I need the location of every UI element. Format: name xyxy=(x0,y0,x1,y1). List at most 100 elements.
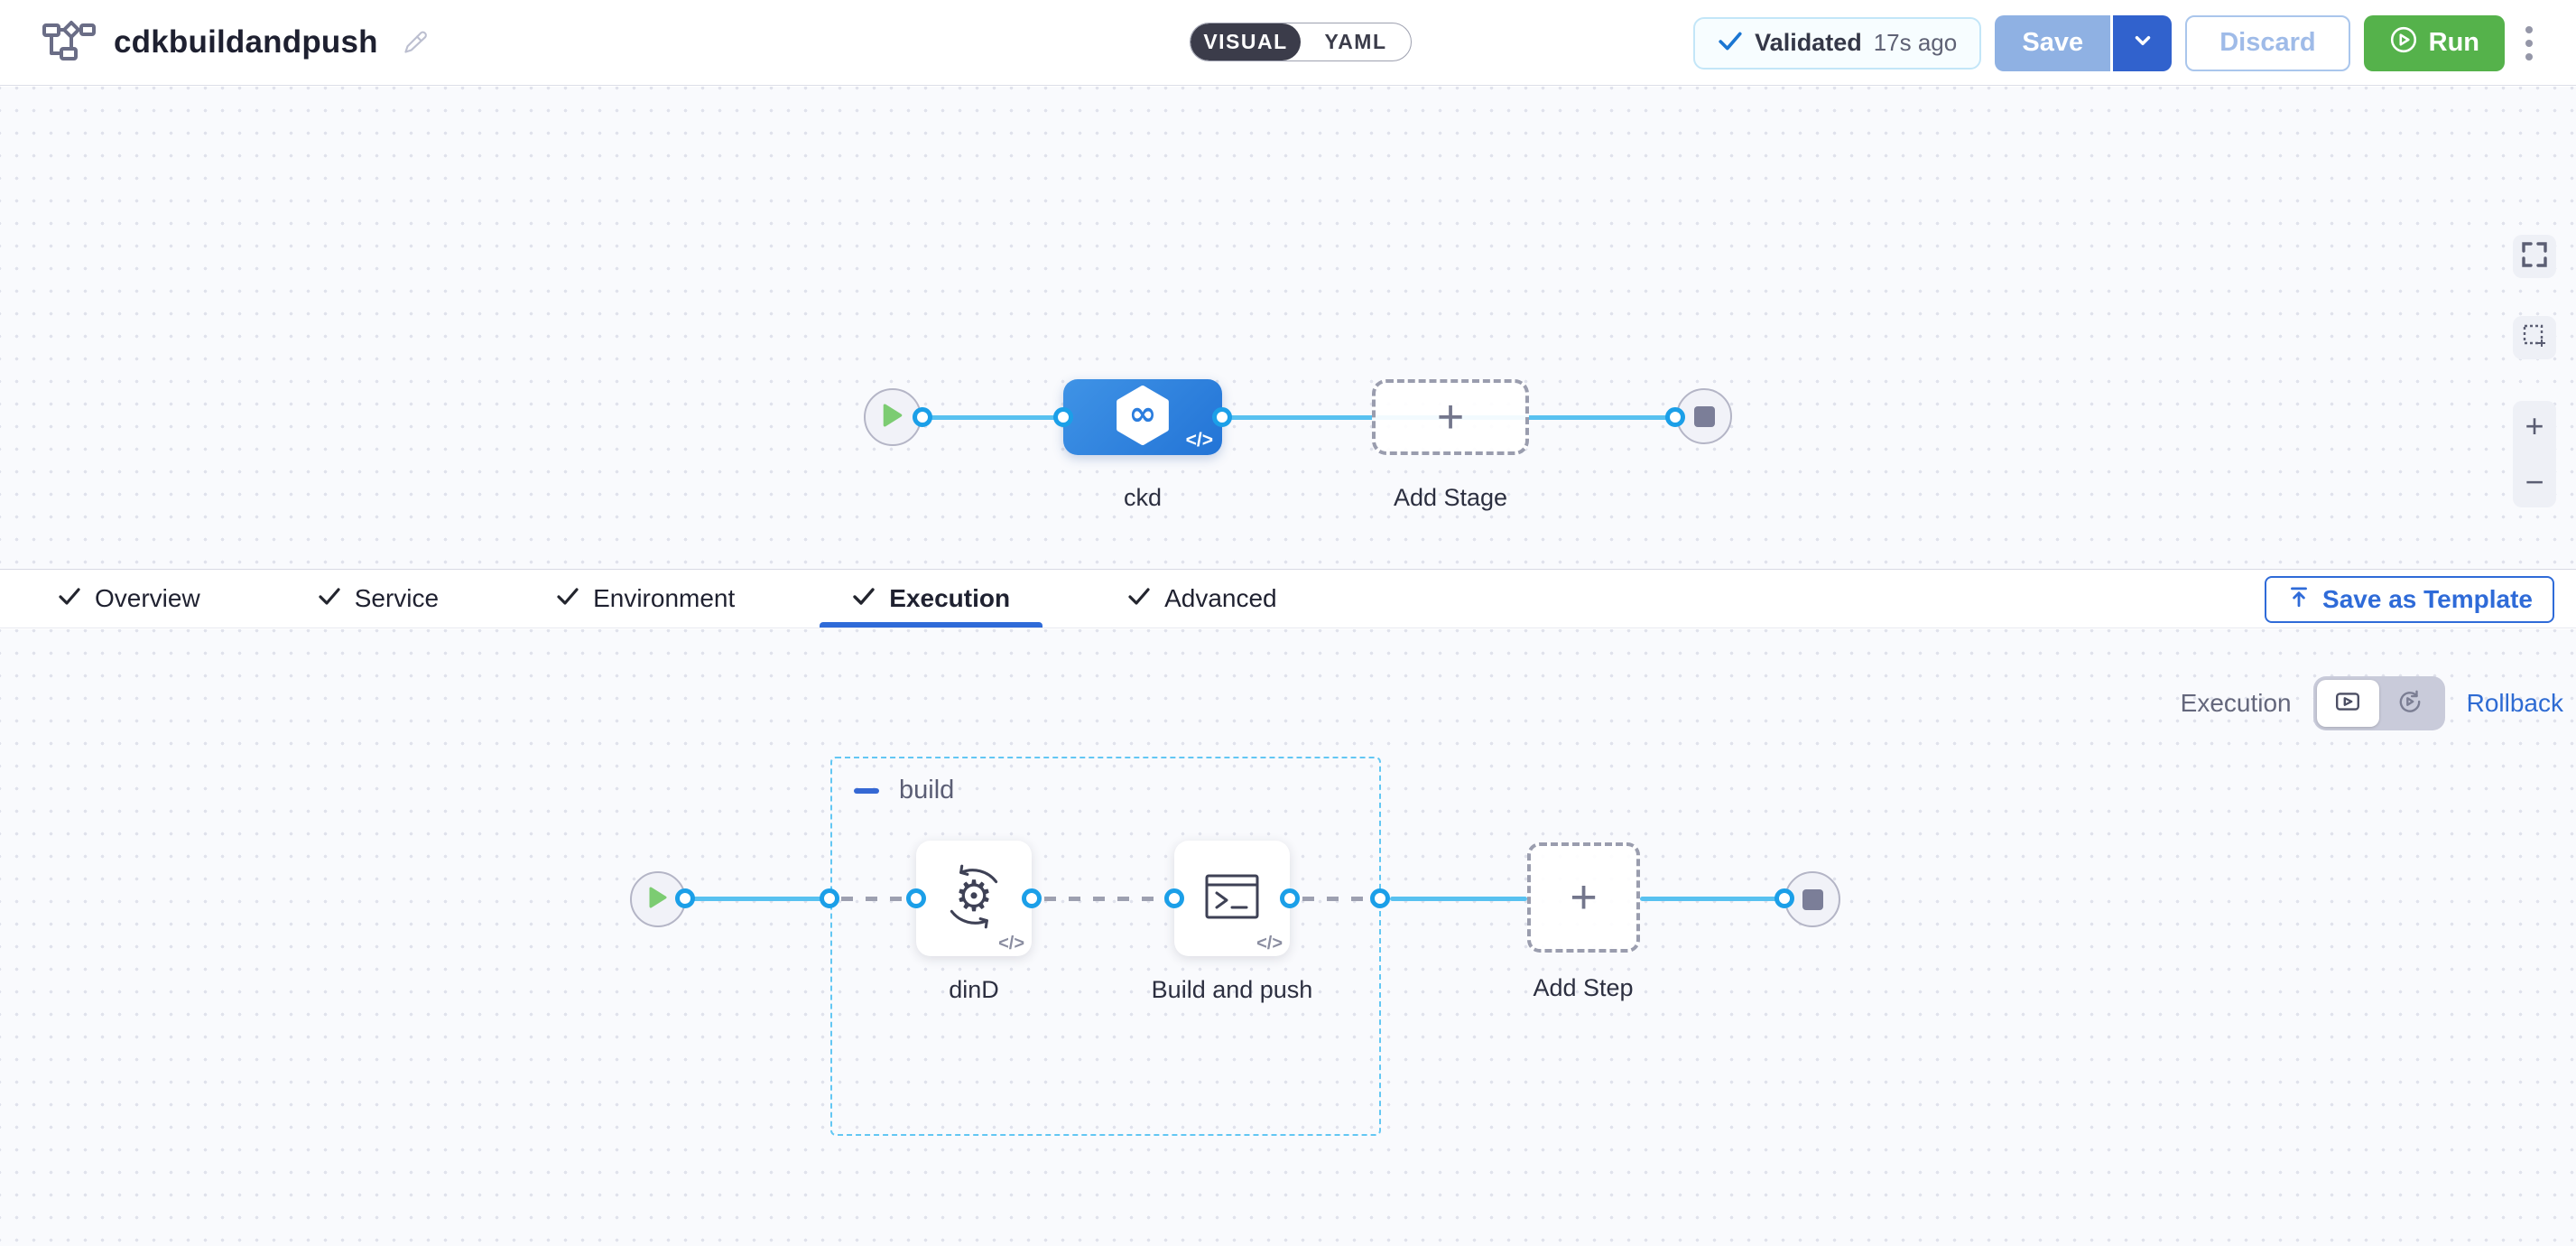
plus-icon: + xyxy=(1570,871,1598,924)
connector-port[interactable] xyxy=(1053,407,1073,427)
stage-connector-line xyxy=(922,415,1063,420)
step-label: dinD xyxy=(949,976,999,1003)
stage-canvas[interactable]: ∞ </> + ckd Add Stage + − xyxy=(0,87,2576,569)
plus-icon: + xyxy=(1436,391,1465,443)
step-connector-dashed xyxy=(1044,897,1172,901)
code-icon[interactable]: </> xyxy=(998,934,1024,953)
run-play-icon xyxy=(2389,25,2418,61)
tab-label: Service xyxy=(354,584,440,612)
check-icon xyxy=(58,584,81,614)
tab-environment[interactable]: Environment xyxy=(556,570,735,628)
zoom-out-button[interactable]: − xyxy=(2525,463,2544,500)
tab-label: Execution xyxy=(889,584,1011,612)
validated-time: 17s ago xyxy=(1873,29,1958,56)
run-label: Run xyxy=(2428,28,2479,57)
check-icon xyxy=(852,584,876,614)
tab-advanced[interactable]: Advanced xyxy=(1127,570,1277,628)
connector-port[interactable] xyxy=(1164,888,1184,908)
stop-icon xyxy=(1693,405,1715,427)
connector-port[interactable] xyxy=(1022,888,1042,908)
background-service-gear-icon: ⚙ xyxy=(937,860,1011,938)
pipeline-icon xyxy=(42,20,96,66)
validated-check-icon xyxy=(1718,28,1743,58)
connector-port[interactable] xyxy=(1212,407,1232,427)
upload-icon xyxy=(2286,584,2312,616)
collapse-group-button[interactable] xyxy=(854,787,879,794)
more-options-button[interactable] xyxy=(2518,21,2540,66)
pipeline-header: cdkbuildandpush VISUAL YAML Validated 17… xyxy=(0,0,2576,86)
rollback-view-button[interactable] xyxy=(2379,680,2442,727)
execution-start-node[interactable] xyxy=(630,871,686,927)
fullscreen-button[interactable] xyxy=(2513,235,2556,278)
rollback-circular-play-icon xyxy=(2396,688,2423,720)
svg-text:∞: ∞ xyxy=(1129,394,1157,432)
connector-port[interactable] xyxy=(1370,888,1390,908)
tab-label: Overview xyxy=(95,584,200,612)
stage-label: ckd xyxy=(1123,484,1163,511)
connector-port[interactable] xyxy=(913,407,932,427)
zoom-in-button[interactable]: + xyxy=(2525,407,2544,444)
execution-rollback-toggle xyxy=(2312,676,2445,730)
connector-port[interactable] xyxy=(1774,888,1794,908)
execution-mode-label: Execution xyxy=(2180,689,2292,717)
connector-port[interactable] xyxy=(906,888,926,908)
pipeline-start-node[interactable] xyxy=(864,388,922,446)
stop-icon xyxy=(1802,888,1823,910)
add-step-label: Add Step xyxy=(1533,974,1634,1001)
selection-mode-button[interactable] xyxy=(2513,316,2556,359)
tab-label: Advanced xyxy=(1164,584,1277,612)
svg-text:⚙: ⚙ xyxy=(955,871,993,921)
step-node-build-and-push[interactable]: </> xyxy=(1174,841,1290,956)
tab-service[interactable]: Service xyxy=(318,570,439,628)
check-icon xyxy=(1127,584,1151,614)
fullscreen-icon xyxy=(2521,241,2548,273)
validated-badge[interactable]: Validated 17s ago xyxy=(1693,16,1982,70)
terminal-run-icon xyxy=(1196,860,1268,937)
step-group-build[interactable] xyxy=(830,757,1381,1136)
step-label: Build and push xyxy=(1151,976,1313,1003)
pipeline-end-node[interactable] xyxy=(1676,388,1732,444)
save-as-template-label: Save as Template xyxy=(2322,585,2533,613)
play-icon xyxy=(882,404,903,432)
execution-mode-row: Execution Rol xyxy=(2181,676,2563,730)
play-icon xyxy=(648,887,668,913)
add-stage-button[interactable]: + xyxy=(1372,379,1529,455)
ci-stage-hexagon-icon: ∞ xyxy=(1113,385,1172,450)
save-options-button[interactable] xyxy=(2110,14,2173,71)
check-icon xyxy=(318,584,341,614)
check-icon xyxy=(556,584,579,614)
connector-port[interactable] xyxy=(820,888,839,908)
step-node-dind[interactable]: ⚙ </> xyxy=(916,841,1032,956)
visual-toggle-button[interactable]: VISUAL xyxy=(1191,23,1301,60)
rollback-link[interactable]: Rollback xyxy=(2466,689,2563,717)
stage-tabbar: Overview Service Environment Execution A… xyxy=(0,569,2576,628)
add-step-button[interactable]: + xyxy=(1527,842,1640,953)
step-connector-dashed xyxy=(1302,897,1370,901)
save-split-button: Save xyxy=(1995,14,2173,71)
connector-port[interactable] xyxy=(1280,888,1300,908)
play-rect-icon xyxy=(2334,689,2361,719)
stage-node-ckd[interactable]: ∞ </> xyxy=(1063,379,1222,455)
step-connector-line xyxy=(1390,897,1527,901)
discard-button[interactable]: Discard xyxy=(2185,14,2350,71)
step-connector-line xyxy=(1640,897,1784,901)
page-title: cdkbuildandpush xyxy=(114,24,378,60)
tab-overview[interactable]: Overview xyxy=(58,570,200,628)
execution-view-button[interactable] xyxy=(2316,680,2379,727)
code-icon[interactable]: </> xyxy=(1185,430,1213,451)
yaml-toggle-button[interactable]: YAML xyxy=(1324,30,1387,53)
step-connector-dashed xyxy=(841,897,915,901)
validated-label: Validated xyxy=(1755,29,1862,56)
save-as-template-button[interactable]: Save as Template xyxy=(2265,576,2554,623)
execution-canvas[interactable]: Execution Rol xyxy=(0,629,2576,1246)
edit-title-button[interactable] xyxy=(398,25,432,60)
code-icon[interactable]: </> xyxy=(1256,934,1283,953)
step-group-label: build xyxy=(899,776,955,804)
run-button[interactable]: Run xyxy=(2363,14,2505,71)
connector-port[interactable] xyxy=(1665,407,1685,427)
save-button[interactable]: Save xyxy=(1995,14,2111,71)
tab-execution[interactable]: Execution xyxy=(820,570,1042,628)
add-stage-label: Add Stage xyxy=(1393,484,1508,511)
chevron-down-icon xyxy=(2131,29,2154,57)
connector-port[interactable] xyxy=(675,888,695,908)
